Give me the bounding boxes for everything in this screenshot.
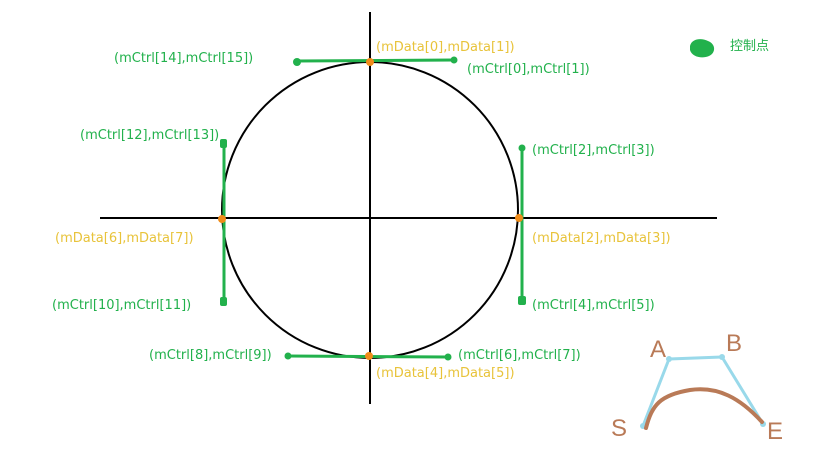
- green-blob-icon: [690, 39, 715, 58]
- data-point-2-3: [515, 214, 523, 222]
- bezier-letter-a: A: [650, 336, 667, 363]
- bezier-curve: [644, 387, 764, 430]
- label-data-2-3: (mData[2],mData[3]): [532, 231, 671, 246]
- data-point-0-1: [366, 58, 374, 66]
- label-ctrl-2-3: (mCtrl[2],mCtrl[3]): [532, 143, 655, 158]
- bezier-letter-e: E: [767, 418, 784, 445]
- label-ctrl-8-9: (mCtrl[8],mCtrl[9]): [149, 348, 272, 363]
- ctrl-point-6-7: [444, 353, 452, 361]
- label-ctrl-6-7: (mCtrl[6],mCtrl[7]): [458, 348, 581, 363]
- ctrl-point-14-15: [293, 58, 301, 66]
- data-point-4-5: [365, 352, 373, 360]
- data-point-6-7: [218, 215, 226, 223]
- control-line-top: [296, 58, 455, 63]
- ctrl-point-10-11: [220, 297, 227, 306]
- label-data-6-7: (mData[6],mData[7]): [55, 231, 194, 246]
- ctrl-point-0-1: [450, 56, 458, 64]
- label-data-4-5: (mData[4],mData[5]): [376, 366, 515, 381]
- ctrl-point-4-5: [518, 296, 526, 305]
- bezier-letter-s: S: [611, 415, 628, 442]
- ctrl-point-8-9: [284, 352, 292, 360]
- label-ctrl-12-13: (mCtrl[12],mCtrl[13]): [80, 128, 220, 143]
- label-ctrl-14-15: (mCtrl[14],mCtrl[15]): [114, 51, 254, 66]
- label-ctrl-10-11: (mCtrl[10],mCtrl[11]): [52, 298, 192, 313]
- hull-point-a: [666, 356, 672, 362]
- label-data-0-1: (mData[0],mData[1]): [376, 40, 515, 55]
- bezier-hull: [641, 355, 765, 427]
- ctrl-point-2-3: [518, 144, 526, 152]
- hull-point-b: [719, 354, 725, 360]
- label-ctrl-0-1: (mCtrl[0],mCtrl[1]): [467, 62, 590, 77]
- legend-label: 控制点: [730, 39, 770, 54]
- label-ctrl-4-5: (mCtrl[4],mCtrl[5]): [532, 298, 655, 313]
- bezier-letter-b: B: [726, 330, 743, 357]
- ctrl-point-12-13: [220, 139, 227, 148]
